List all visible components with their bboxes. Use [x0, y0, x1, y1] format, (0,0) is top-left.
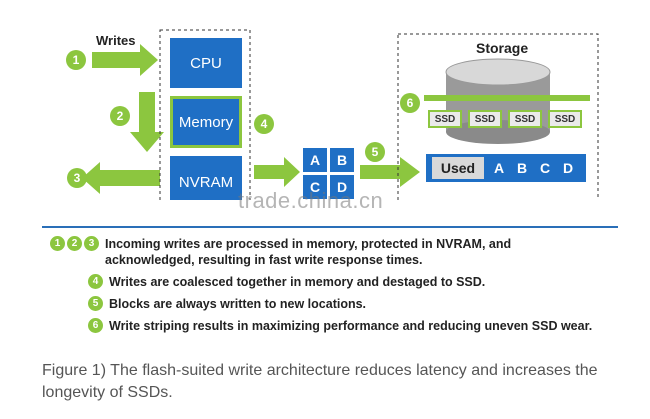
watermark: trade.china.cn: [238, 188, 384, 213]
step-3-badge: 3: [67, 168, 87, 188]
block-c: C: [303, 175, 327, 199]
legend-item-1-2-3: 1 2 3 Incoming writes are processed in m…: [50, 236, 511, 268]
used-block-c: C: [539, 160, 551, 176]
arrow-write-storage: [360, 157, 420, 187]
legend-badge-4: 4: [88, 274, 103, 289]
arrow-ack-out: [82, 162, 160, 194]
arrow-writes-in: [92, 44, 158, 76]
divider: [42, 226, 618, 228]
used-block-a: A: [493, 160, 505, 176]
block-b: B: [330, 148, 354, 172]
legend-badge-2: 2: [67, 236, 82, 251]
ssd-3: SSD: [508, 110, 542, 128]
storage-title: Storage: [476, 40, 529, 56]
memory-block: Memory: [170, 96, 242, 148]
controller-dashed-box: [159, 29, 251, 200]
legend-badge-6: 6: [88, 318, 103, 333]
storage-dashed-box: [397, 33, 599, 200]
arrow-down: [130, 92, 164, 152]
legend-badge-5: 5: [88, 296, 103, 311]
used-block-b: B: [516, 160, 528, 176]
legend-badges: 5: [88, 296, 103, 311]
legend-badges: 1 2 3: [50, 236, 99, 251]
legend-item-6: 6 Write striping results in maximizing p…: [88, 318, 592, 334]
writes-label: Writes: [96, 33, 136, 48]
ssd-2: SSD: [468, 110, 502, 128]
legend-text: Incoming writes are processed in memory,…: [105, 236, 511, 268]
step-1-badge: 1: [66, 50, 86, 70]
legend-badges: 4: [88, 274, 103, 289]
step-2-badge: 2: [110, 106, 130, 126]
step-4-badge: 4: [254, 114, 274, 134]
cpu-block: CPU: [170, 38, 242, 88]
legend-text: Blocks are always written to new locatio…: [109, 297, 367, 311]
legend-text-line-1: Incoming writes are processed in memory,…: [105, 237, 512, 251]
legend-badge-3: 3: [84, 236, 99, 251]
nvram-block: NVRAM: [170, 156, 242, 200]
write-architecture-diagram: Writes 1 2 3 4 5 6 CPU Memory NVRAM A B …: [0, 0, 650, 200]
block-d: D: [330, 175, 354, 199]
ssd-4: SSD: [548, 110, 582, 128]
legend-text-line-2: acknowledged, resulting in fast write re…: [105, 253, 423, 267]
block-a: A: [303, 148, 327, 172]
legend-item-5: 5 Blocks are always written to new locat…: [88, 296, 366, 312]
legend-text: Writes are coalesced together in memory …: [109, 275, 486, 289]
legend-badges: 6: [88, 318, 103, 333]
legend-badge-1: 1: [50, 236, 65, 251]
figure-caption: Figure 1) The flash-suited write archite…: [42, 362, 598, 401]
ssd-1: SSD: [428, 110, 462, 128]
legend-text: Write striping results in maximizing per…: [109, 319, 593, 333]
storage-cylinder-icon: [445, 58, 551, 144]
step-5-badge: 5: [365, 142, 385, 162]
step-6-badge: 6: [400, 93, 420, 113]
used-label: Used: [432, 157, 484, 179]
legend-item-4: 4 Writes are coalesced together in memor…: [88, 274, 485, 290]
arrow-destage: [254, 157, 300, 187]
used-block-d: D: [562, 160, 574, 176]
